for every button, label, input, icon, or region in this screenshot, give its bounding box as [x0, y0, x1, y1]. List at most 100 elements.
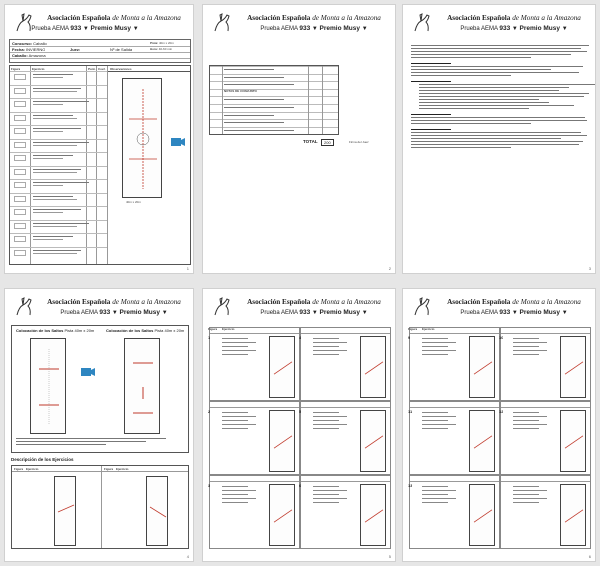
text-line — [313, 420, 339, 421]
cell-header-line — [210, 481, 299, 482]
text-line — [422, 424, 456, 425]
test-title: Prueba AEMA 933 ▼ Premio Musy ▼ — [60, 309, 168, 316]
text-line — [422, 412, 448, 413]
figure-thumb — [14, 222, 26, 229]
text-line — [33, 212, 63, 213]
exercise-cell — [500, 475, 591, 549]
text-line — [33, 74, 73, 75]
text-line — [411, 135, 587, 136]
text-line — [222, 428, 248, 429]
text-line — [313, 502, 339, 503]
cell-header-line — [501, 481, 590, 482]
figure-thumb — [14, 101, 26, 107]
figure-thumb — [14, 141, 26, 148]
test-title: Prueba AEMA 933 ▼ Premio Musy ▼ — [260, 25, 368, 32]
table-row — [10, 84, 107, 86]
horse-rider-logo-icon — [214, 13, 230, 32]
figure-number: 10 — [499, 335, 504, 340]
text-line — [513, 350, 547, 351]
form-box: Concurso: Caballo Fecha: INVIERNO Caball… — [9, 39, 191, 63]
figure-number: 1 — [208, 335, 211, 340]
text-line — [222, 338, 248, 339]
text-line — [422, 420, 448, 421]
figure-thumb — [14, 168, 26, 175]
figure-thumb — [14, 128, 26, 134]
table-row — [210, 73, 338, 75]
horse-rider-logo-icon — [214, 297, 230, 316]
figure-number: 13 — [408, 483, 413, 488]
text-line — [224, 122, 284, 124]
text-line — [422, 490, 456, 491]
mini-arena — [560, 484, 586, 546]
mini-arena — [269, 484, 295, 546]
arena-path — [564, 509, 584, 523]
figure-thumb — [14, 74, 26, 80]
text-line — [222, 354, 248, 355]
figure-thumb — [14, 87, 26, 94]
text-line — [411, 114, 451, 115]
text-line — [224, 76, 284, 78]
text-line — [222, 420, 248, 421]
text-line — [422, 350, 456, 351]
mini-arena — [54, 476, 76, 546]
triangle-icon: ▼ — [311, 310, 318, 316]
text-line — [411, 51, 587, 52]
cell-header-line — [501, 333, 590, 334]
page-header: Asociación Española de Monta a la Amazon… — [203, 295, 395, 321]
text-line — [33, 104, 63, 105]
text-line — [419, 105, 574, 106]
text-line — [33, 141, 89, 143]
text-line — [422, 498, 456, 499]
text-line — [411, 81, 451, 82]
arena-diagram — [122, 78, 162, 198]
mini-arena — [560, 336, 586, 398]
cell-header-line — [410, 481, 499, 482]
cell-header-line — [210, 333, 299, 334]
text-line — [411, 144, 579, 145]
table-row — [210, 104, 338, 105]
table-row — [210, 119, 338, 121]
text-line — [222, 498, 256, 499]
page-header: Asociación Española de Monta a la Amazon… — [5, 295, 193, 321]
page-4: Asociación Española de Monta a la Amazon… — [4, 288, 194, 562]
association-name: Asociación Española de Monta a la Amazon… — [47, 298, 181, 306]
total-row: TOTAL 200 Firma del Juez — [303, 139, 369, 146]
text-line — [313, 486, 339, 487]
table-row — [10, 98, 107, 99]
text-line — [33, 114, 73, 116]
page-5: Asociación Española de Monta a la Amazon… — [202, 288, 396, 562]
text-line — [419, 102, 549, 103]
arena-path — [364, 509, 384, 523]
exercise-cell — [209, 327, 300, 401]
text-line — [313, 338, 339, 339]
text-line — [33, 128, 81, 129]
test-title: Prueba AEMA 933 ▼ Premio Musy ▼ — [460, 25, 568, 32]
text-line — [411, 117, 585, 118]
horse-rider-logo-icon — [414, 297, 430, 316]
text-line — [419, 90, 559, 91]
figure-number: 12 — [499, 409, 504, 414]
arena-left-lines — [39, 349, 59, 425]
table-row — [10, 192, 107, 194]
text-line — [33, 236, 73, 237]
table-row — [10, 125, 107, 126]
table-row — [10, 152, 107, 153]
text-line — [411, 75, 511, 76]
cell-label-ejercicio: Ejercicio — [422, 327, 435, 331]
rules-text-block — [411, 45, 595, 150]
text-line — [33, 171, 77, 173]
page-header: Asociación Española de Monta a la Amazon… — [403, 295, 595, 321]
text-line — [222, 346, 248, 347]
text-line — [222, 424, 256, 425]
mini-arena — [269, 336, 295, 398]
figure-number: 3 — [208, 483, 211, 488]
triangle-icon: ▼ — [111, 310, 118, 316]
mini-arena — [469, 336, 495, 398]
figure-thumb — [14, 209, 26, 215]
text-line — [224, 129, 294, 131]
arena-lines — [129, 89, 157, 189]
text-line — [224, 84, 294, 86]
text-line — [411, 69, 551, 70]
cell-header-line — [501, 407, 590, 408]
text-line — [513, 490, 547, 491]
